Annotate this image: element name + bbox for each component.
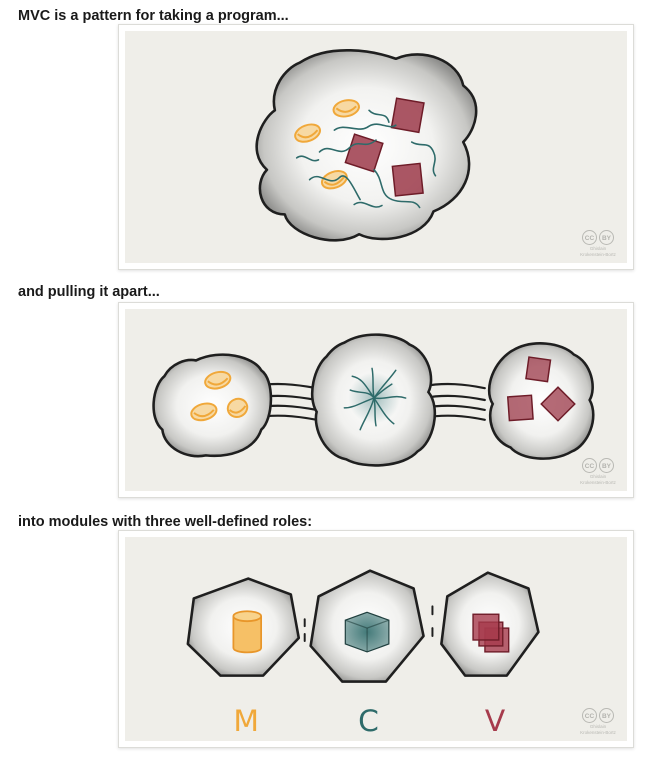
module-connectors (303, 605, 434, 642)
attribution-line1: Ghislain (589, 724, 607, 729)
caption-pulling-apart: and pulling it apart... (18, 284, 160, 300)
controller-strands (295, 109, 437, 209)
by-icon: BY (599, 708, 614, 723)
caption-three-roles: into modules with three well-defined rol… (18, 514, 313, 530)
pulling-apart-drawing (152, 333, 595, 467)
controller-strands (343, 367, 407, 431)
attribution-line2: Krokenstein-Bortz (580, 480, 616, 485)
cc-icon: CC (582, 708, 597, 723)
cc-icon: CC (582, 230, 597, 245)
by-icon: BY (599, 458, 614, 473)
view-pieces (506, 356, 576, 422)
cube-icon (344, 611, 390, 653)
attribution-line2: Krokenstein-Bortz (580, 730, 616, 735)
role-letter-controller: C (358, 704, 379, 739)
stacked-pages-icon (472, 613, 510, 653)
role-letter-view: V (485, 704, 506, 739)
model-pieces (294, 99, 360, 190)
database-icon (232, 610, 263, 654)
role-letter-model: M (233, 704, 259, 739)
caption-program: MVC is a pattern for taking a program... (18, 8, 289, 24)
tangled-program-drawing (255, 48, 478, 242)
attribution-line1: Ghislain (589, 246, 607, 251)
attribution-line2: Krokenstein-Bortz (580, 252, 616, 257)
view-blob (487, 342, 595, 460)
attribution-line1: Ghislain (589, 474, 607, 479)
cc-icon: CC (582, 458, 597, 473)
model-pieces (190, 370, 249, 422)
by-icon: BY (599, 230, 614, 245)
mvc-modules-drawing: M C V (186, 569, 540, 739)
